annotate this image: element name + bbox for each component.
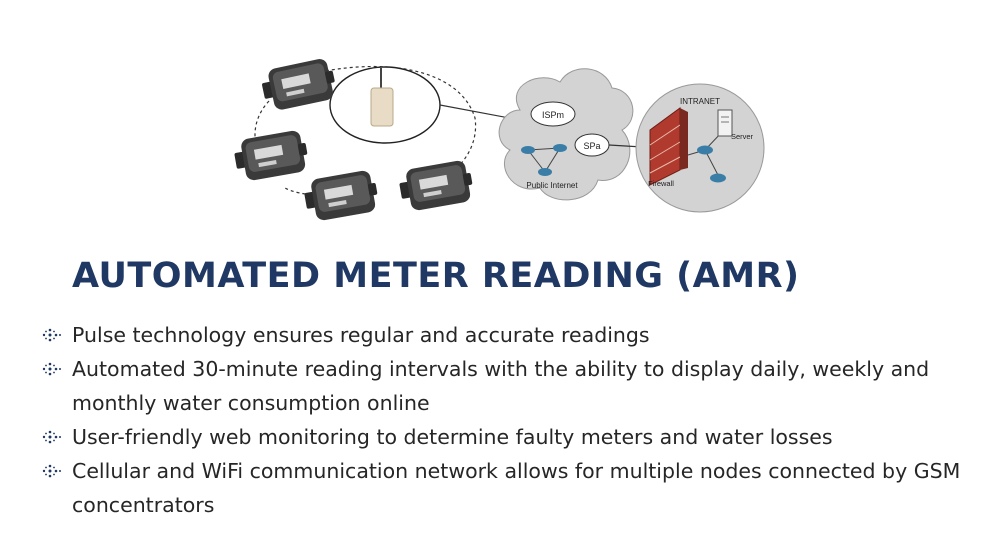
router-icon xyxy=(710,173,726,183)
list-item-text: Pulse technology ensures regular and acc… xyxy=(72,323,650,347)
dotted-bullet-icon xyxy=(40,327,62,343)
list-item-text: User-friendly web monitoring to determin… xyxy=(72,425,833,449)
server-label: Server xyxy=(731,132,754,141)
meter-device xyxy=(397,158,476,213)
meter-device xyxy=(259,56,339,113)
amr-network-diagram: ISPm SPa Public Internet INTRANET xyxy=(0,0,1000,250)
list-item: User-friendly web monitoring to determin… xyxy=(40,420,985,454)
public-internet-cloud: ISPm SPa Public Internet xyxy=(498,68,634,201)
page-title: AUTOMATED METER READING (AMR) xyxy=(72,256,800,296)
meter-device xyxy=(302,168,381,223)
dotted-bullet-icon xyxy=(40,361,62,377)
firewall-icon xyxy=(649,107,688,186)
meter-device xyxy=(232,128,311,183)
intranet-label: INTRANET xyxy=(680,97,720,106)
spa-label: SPa xyxy=(583,141,600,151)
intranet-network: INTRANET Firewall Server xyxy=(635,83,765,213)
list-item-text: Cellular and WiFi communication network … xyxy=(72,459,961,517)
concentrator-node xyxy=(329,66,441,144)
firewall-label: Firewall xyxy=(648,179,674,188)
dotted-bullet-icon xyxy=(40,429,62,445)
list-item: Pulse technology ensures regular and acc… xyxy=(40,318,985,352)
list-item-text: Automated 30-minute reading intervals wi… xyxy=(72,357,930,415)
feature-list: Pulse technology ensures regular and acc… xyxy=(40,318,985,522)
public-internet-label: Public Internet xyxy=(526,181,578,190)
ispm-label: ISPm xyxy=(542,110,564,120)
list-item: Cellular and WiFi communication network … xyxy=(40,454,985,522)
dotted-bullet-icon xyxy=(40,463,62,479)
list-item: Automated 30-minute reading intervals wi… xyxy=(40,352,985,420)
router-icon xyxy=(697,145,713,155)
server-icon xyxy=(717,109,733,137)
